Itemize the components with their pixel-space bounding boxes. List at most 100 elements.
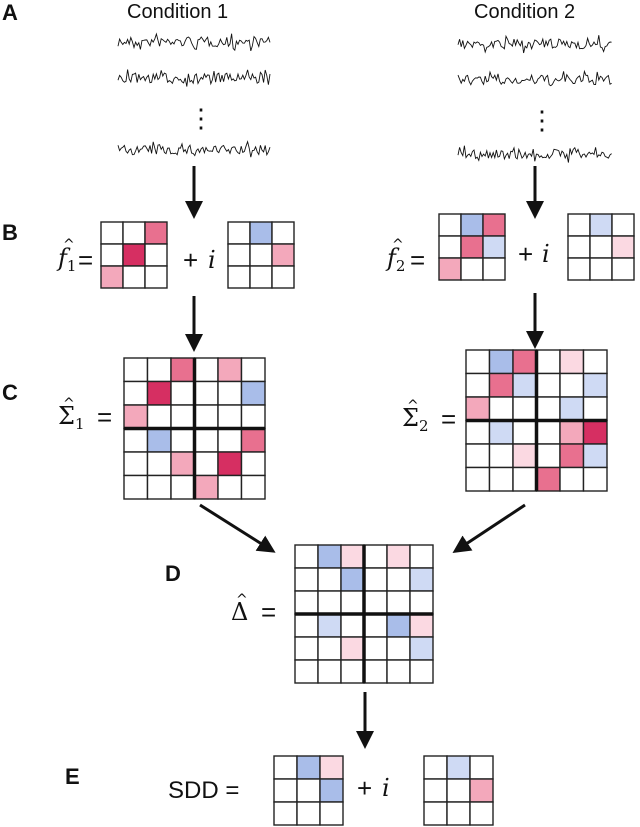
matrix-cell [294,590,319,615]
matrix-cell [123,357,149,383]
panel-label-a: A [2,0,18,25]
sdd-label: SDD = [168,777,240,804]
imag-unit-sdd: i [382,774,390,802]
matrix-cell [363,590,388,615]
matrix-cell [193,380,219,406]
matrix-sigma2 [465,349,608,492]
matrix-cell [535,443,561,469]
matrix-cell [144,221,168,245]
matrix-cell [488,396,514,422]
plus-f1: + [183,245,199,275]
matrix-cell [363,636,388,661]
matrix-cell [488,443,514,469]
matrix-cell [582,372,608,398]
matrix-cell [559,419,585,445]
matrix-cell [409,567,434,592]
matrix-cell [217,427,243,453]
signal-trace [457,145,612,163]
matrix-cell [273,801,298,826]
matrix-cell [438,257,462,281]
matrix-cell [465,466,491,492]
matrix-cell [488,372,514,398]
matrix-cell [582,396,608,422]
matrix-cell [582,349,608,375]
matrix-cell [227,265,251,289]
matrix-cell [512,419,538,445]
matrix-cell [170,404,196,430]
equals-f2: = [410,245,426,275]
matrix-cell [535,419,561,445]
matrix-f1-real [100,221,168,289]
matrix-cell [460,235,484,259]
matrix-cell [296,801,321,826]
matrix-sigma1 [123,357,266,500]
matrix-cell [294,613,319,638]
arrow-c1-to-d [199,503,276,553]
matrix-cell [567,257,591,281]
matrix-cell [144,243,168,267]
matrix-cell [559,396,585,422]
matrix-cell [446,755,471,780]
equals-sigma2: = [441,404,457,434]
matrix-cell [123,380,149,406]
matrix-cell [386,544,411,569]
matrix-cell [482,235,506,259]
equals-sigma1: = [97,402,113,432]
matrix-sdd-imag [423,755,494,826]
matrix-cell [465,372,491,398]
matrix-cell [217,474,243,500]
matrix-cell [409,613,434,638]
subscript-2: 2 [395,257,406,275]
matrix-cell [611,257,635,281]
matrix-cell [294,659,319,684]
plus-f2: + [518,239,534,269]
matrix-cell [340,544,365,569]
matrix-cell [589,235,613,259]
matrix-cell [273,778,298,803]
signal-trace [117,69,271,87]
matrix-cell [340,567,365,592]
matrix-cell [559,372,585,398]
matrix-cell [100,265,124,289]
matrix-cell [170,451,196,477]
matrix-cell [465,349,491,375]
matrix-cell [273,755,298,780]
matrix-cell [469,778,494,803]
matrix-cell [386,659,411,684]
matrix-cell [240,357,266,383]
matrix-cell [217,404,243,430]
matrix-cell [217,380,243,406]
matrix-cell [512,443,538,469]
matrix-cell [122,265,146,289]
matrix-cell [240,404,266,430]
equals-f1: = [78,245,94,275]
matrix-cell [170,427,196,453]
panel-label-e: E [65,764,80,789]
matrix-cell [146,404,172,430]
matrix-sdd-real [273,755,344,826]
matrix-cell [535,396,561,422]
matrix-cell [469,755,494,780]
matrix-cell [317,613,342,638]
matrix-cell [488,466,514,492]
matrix-cell [146,451,172,477]
sigma-letter: Σ [402,404,419,432]
matrix-cell [423,801,448,826]
matrix-cell [146,427,172,453]
matrix-cell [488,419,514,445]
matrices [100,213,635,826]
matrix-cell [409,659,434,684]
matrix-cell [319,755,344,780]
matrix-delta [294,544,434,684]
matrix-cell [227,243,251,267]
matrix-cell [340,590,365,615]
matrix-cell [423,755,448,780]
signal-traces [117,32,612,163]
matrix-cell [100,221,124,245]
matrix-cell [423,778,448,803]
signal-trace [457,69,612,87]
matrix-cell [535,349,561,375]
matrix-cell [363,659,388,684]
equals-delta: = [261,597,277,627]
